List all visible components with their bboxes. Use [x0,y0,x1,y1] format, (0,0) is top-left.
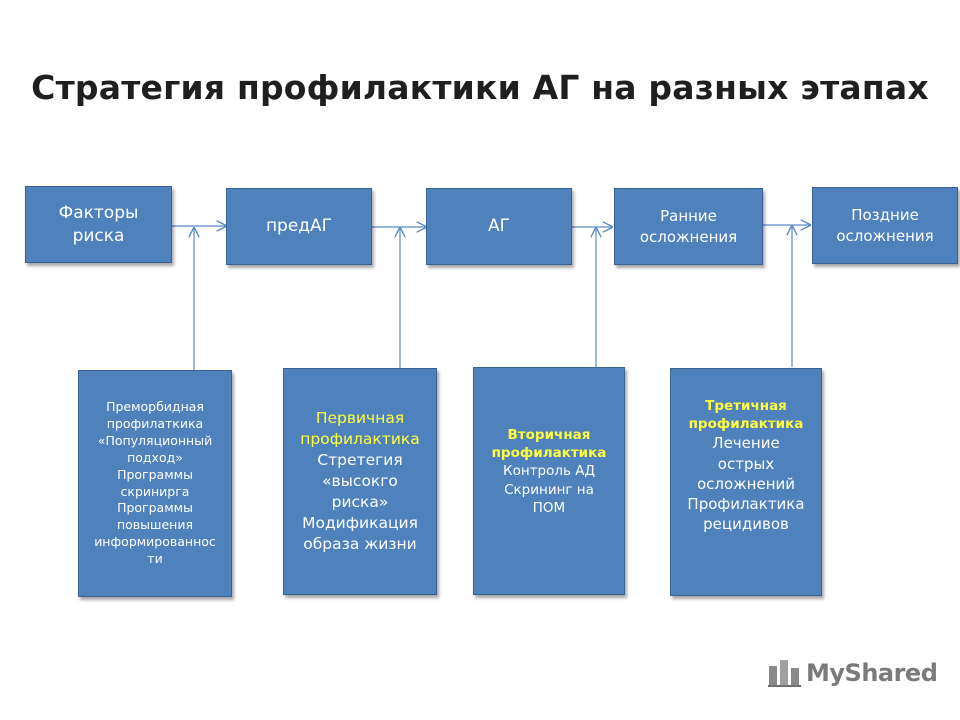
primary-prevention-box: Первичная профилактика Стретегия «высокг… [283,368,437,595]
stage-late-complications-label: Поздние осложнения [836,206,934,245]
primary-line: риска» [331,492,389,511]
stage-early-complications-label: Ранние осложнения [639,207,738,246]
tertiary-line: Лечение [712,434,780,453]
premorbid-line: ти [147,551,163,566]
stage-late-complications: Поздние осложнения [812,187,958,264]
stage-hypertension: АГ [426,188,572,265]
myshared-logo-text: MyShared [806,659,938,687]
premorbid-line: Программы [117,500,193,516]
primary-line: «высокго [322,472,398,491]
tertiary-line: Профилактика [687,495,805,514]
tertiary-line: осложнений [696,474,796,493]
primary-line: образа жизни [303,534,417,553]
stage-early-complications: Ранние осложнения [614,188,763,265]
secondary-line: Скрининг на [504,481,594,498]
myshared-logo-icon [768,660,801,687]
stage-risk-factors-label: Факторы риска [58,202,139,246]
secondary-heading: профилактика [491,445,607,462]
premorbid-line: повышения [116,517,193,533]
stage-pre-hypertension: предАГ [226,188,372,265]
premorbid-line: профилаткика [106,416,204,431]
secondary-prevention-box: Вторичная профилактика Контроль АД Скрин… [473,367,625,595]
tertiary-heading: профилактика [688,416,804,433]
tertiary-line: острых [717,454,775,473]
premorbid-prevention-box: Преморбидная профилаткика «Популяционный… [78,370,232,597]
primary-heading: Первичная [315,409,405,428]
premorbid-line: информированнос [94,534,216,550]
premorbid-line: подход» [127,449,183,465]
secondary-line: Контроль АД [502,463,596,480]
secondary-line: ПОМ [532,499,566,516]
secondary-heading: Вторичная [507,427,591,443]
primary-heading: профилактика [300,430,420,449]
stage-risk-factors: Факторы риска [25,186,172,263]
stage-hypertension-label: АГ [488,216,510,237]
tertiary-line: рецидивов [703,515,789,534]
stage-pre-hypertension-label: предАГ [265,216,333,237]
tertiary-prevention-box: Третичная профилактика Лечение острых ос… [670,368,822,596]
slide-title: Стратегия профилактики АГ на разных этап… [31,68,929,107]
primary-line: Модификация [302,513,418,532]
premorbid-line: Преморбидная [106,399,204,415]
premorbid-line: Программы [117,466,193,482]
tertiary-heading: Третичная [705,398,787,414]
primary-line: Стретегия [317,451,403,470]
premorbid-line: «Популяционный [97,432,213,448]
premorbid-line: скринирга [120,483,190,499]
myshared-logo: MyShared [768,658,938,688]
